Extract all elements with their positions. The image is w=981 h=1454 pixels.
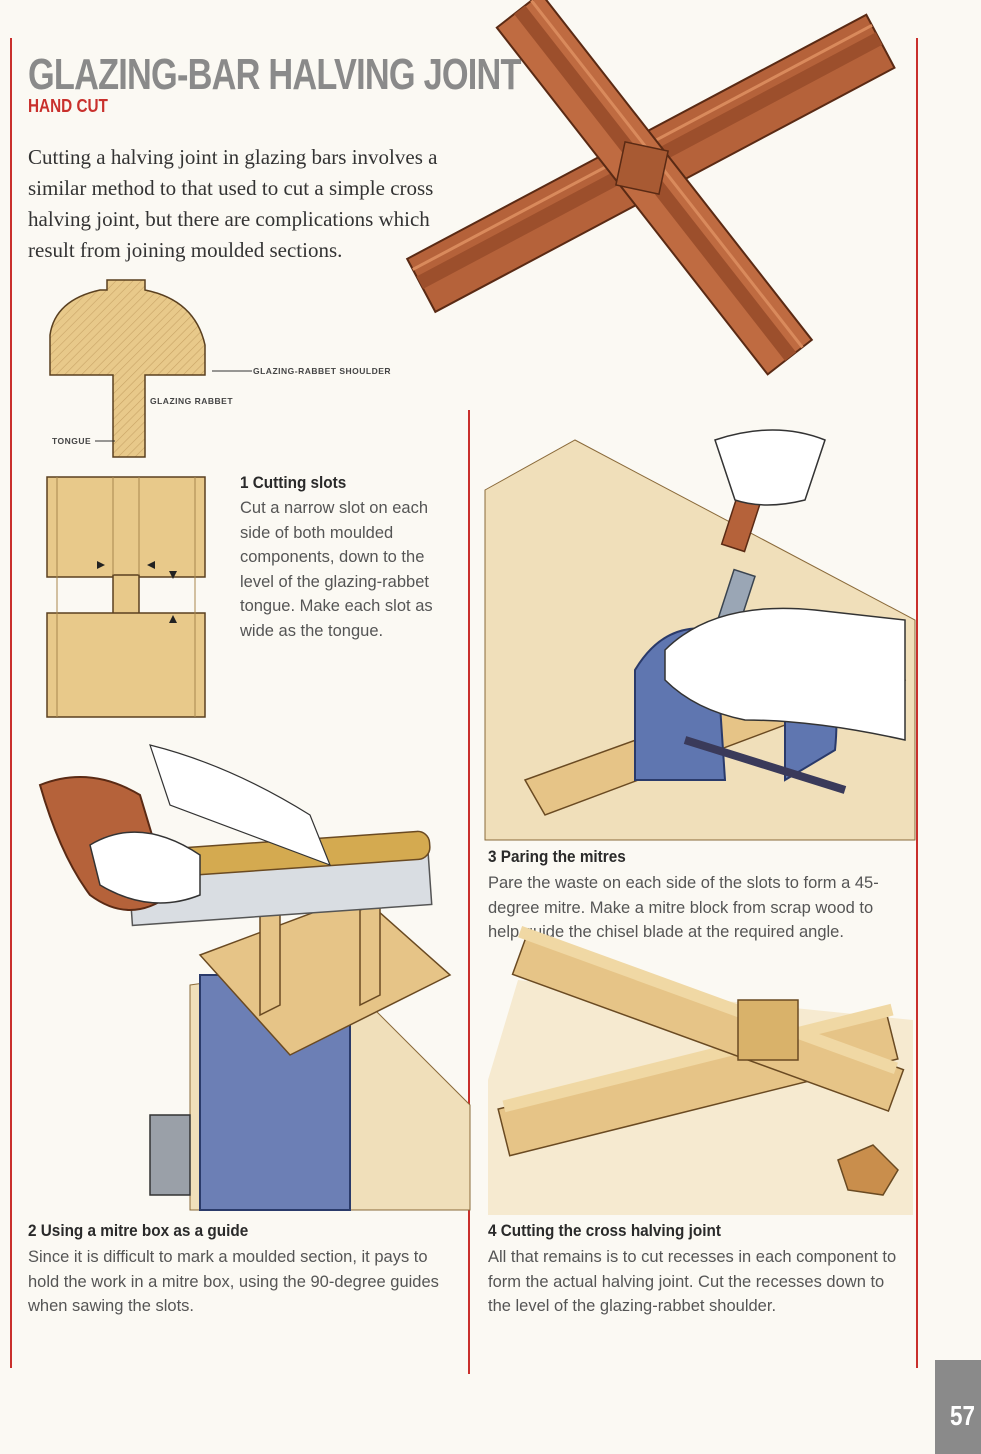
- label-glazing-rabbet: GLAZING RABBET: [150, 396, 234, 406]
- cross-halving-illustration: [488, 925, 913, 1215]
- page-subtitle: HAND CUT: [28, 96, 108, 116]
- step-1-heading: 1 Cutting slots: [240, 473, 347, 492]
- label-tongue: TONGUE: [52, 436, 92, 446]
- left-red-rule: [10, 38, 12, 1368]
- step-2-heading: 2 Using a mitre box as a guide: [28, 1221, 249, 1240]
- paring-mitres-illustration: [484, 429, 916, 841]
- step-1-body: Cut a narrow slot on each side of both m…: [240, 499, 433, 640]
- page-title: GLAZING-BAR HALVING JOINT: [28, 50, 522, 99]
- center-red-rule: [468, 410, 470, 1374]
- cross-section-diagram: [49, 279, 206, 458]
- mitre-box-sawing-illustration: [38, 744, 471, 1211]
- tongue-leader-line: [95, 440, 115, 442]
- hero-cross-joint-illustration: [405, 0, 896, 376]
- step-3-heading: 3 Paring the mitres: [488, 847, 626, 866]
- step-2-body: Since it is difficult to mark a moulded …: [28, 1248, 439, 1315]
- step-3-body: Pare the waste on each side of the slots…: [488, 874, 879, 941]
- step-4-heading: 4 Cutting the cross halving joint: [488, 1221, 721, 1240]
- page-number: 57: [950, 1400, 975, 1431]
- label-glazing-rabbet-shoulder: GLAZING-RABBET SHOULDER: [253, 366, 392, 376]
- right-red-rule: [916, 38, 918, 1368]
- intro-paragraph: Cutting a halving joint in glazing bars …: [28, 145, 438, 262]
- shoulder-leader-line: [212, 370, 252, 372]
- page-number-tab: [935, 1360, 981, 1454]
- step-4-body: All that remains is to cut recesses in e…: [488, 1248, 897, 1315]
- slot-plan-diagram: [46, 476, 206, 718]
